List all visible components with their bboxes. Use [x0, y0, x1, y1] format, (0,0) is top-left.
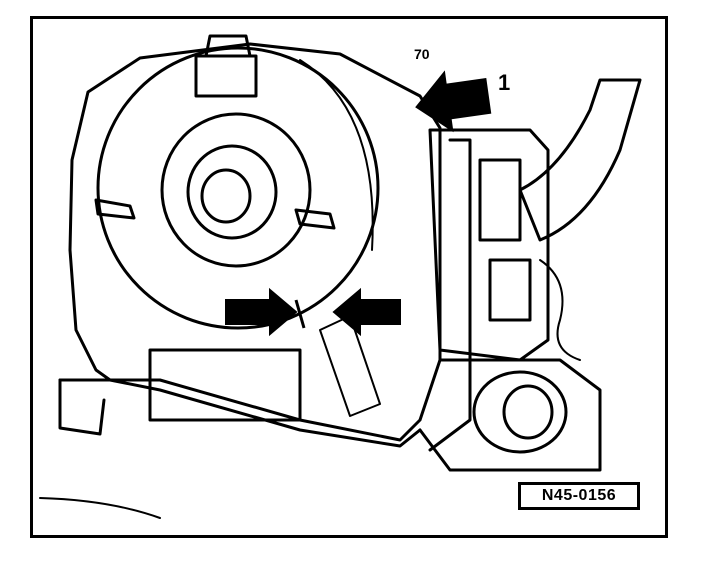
wiper-stalk	[518, 78, 642, 242]
top-connector	[194, 54, 258, 98]
figure-reference-code: N45-0156	[518, 482, 640, 510]
top-connector-tab	[204, 34, 252, 58]
switch-module-slot-1	[478, 158, 522, 242]
left-locating-pin	[94, 198, 136, 220]
clock-spring-center-bore	[200, 168, 252, 224]
disc-rim-edge	[299, 59, 374, 251]
clock-spring-disc	[96, 46, 380, 330]
lower-housing-block	[148, 348, 302, 422]
mounting-tab-left	[58, 378, 106, 436]
part-marking-label: 70	[414, 46, 430, 62]
clock-spring-hub	[186, 144, 278, 240]
lower-housing-flange	[58, 378, 422, 448]
column-housing-outline	[68, 42, 442, 442]
wiring-loom	[539, 259, 581, 361]
floor-line	[39, 497, 161, 519]
callout-arrow-1	[415, 70, 492, 133]
alignment-arrow-left	[225, 287, 298, 337]
lock-cylinder-housing	[418, 358, 602, 472]
switch-module-slot-2	[488, 258, 532, 322]
lock-cylinder-face	[502, 384, 554, 440]
switch-module-bracket	[428, 138, 472, 452]
switch-module-body	[428, 128, 550, 362]
callout-number-1: 1	[498, 70, 511, 95]
alignment-arrow-right	[332, 287, 401, 337]
right-locating-pin	[294, 208, 336, 230]
clock-spring-inner-ring	[160, 112, 312, 268]
lock-cylinder-body	[472, 370, 568, 454]
alignment-mark	[294, 299, 306, 329]
harness-plug	[319, 315, 381, 417]
